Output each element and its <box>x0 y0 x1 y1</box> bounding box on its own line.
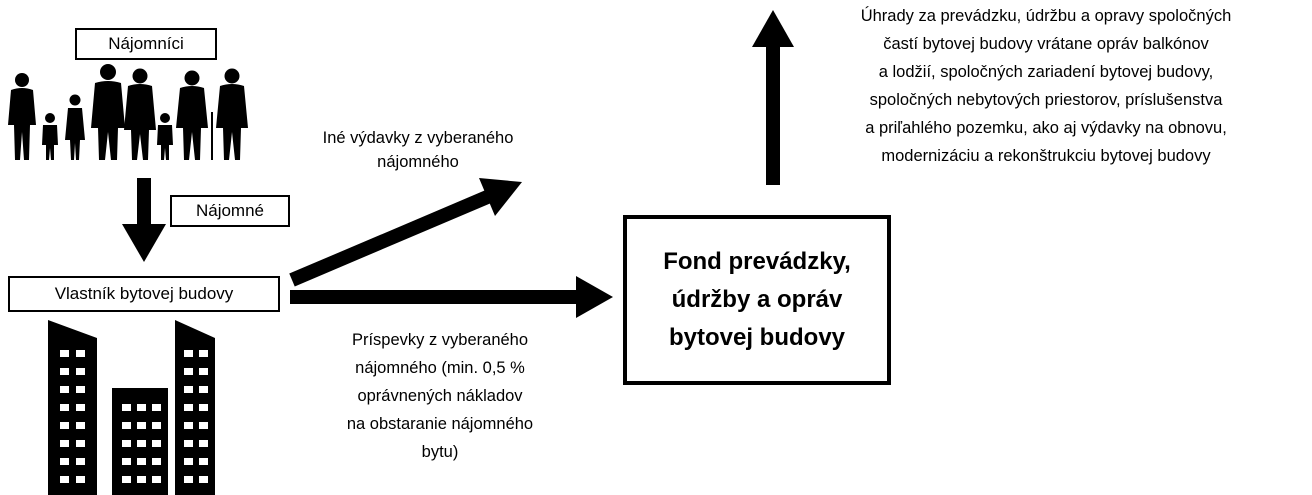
other-expenses-text: Iné výdavky z vyberaného nájomného <box>322 129 514 171</box>
other-expenses-arrow <box>289 178 522 287</box>
contributions-text: Príspevky z vyberaného nájomného (min. 0… <box>346 331 534 461</box>
fund-line: bytovej budovy <box>668 324 846 351</box>
rent-label: Nájomné <box>195 201 265 220</box>
rent-arrow <box>122 178 166 262</box>
tenants-box: Nájomníci <box>75 28 217 60</box>
owner-label: Vlastník bytovej budovy <box>54 284 234 303</box>
buildings-silhouette-icon <box>48 320 215 495</box>
people-silhouette-icon <box>8 64 248 160</box>
tenants-label: Nájomníci <box>108 34 184 53</box>
rent-box: Nájomné <box>170 195 290 227</box>
payments-arrow <box>752 10 794 185</box>
payments-text: Úhrady za prevádzku, údržbu a opravy spo… <box>860 7 1232 165</box>
contributions-arrow <box>290 276 613 318</box>
owner-box: Vlastník bytovej budovy <box>8 276 280 312</box>
fund-box: Fond prevádzky, údržby a opráv bytovej b… <box>623 215 891 385</box>
fund-line: údržby a opráv <box>671 286 843 313</box>
fund-line: Fond prevádzky, <box>663 248 851 275</box>
